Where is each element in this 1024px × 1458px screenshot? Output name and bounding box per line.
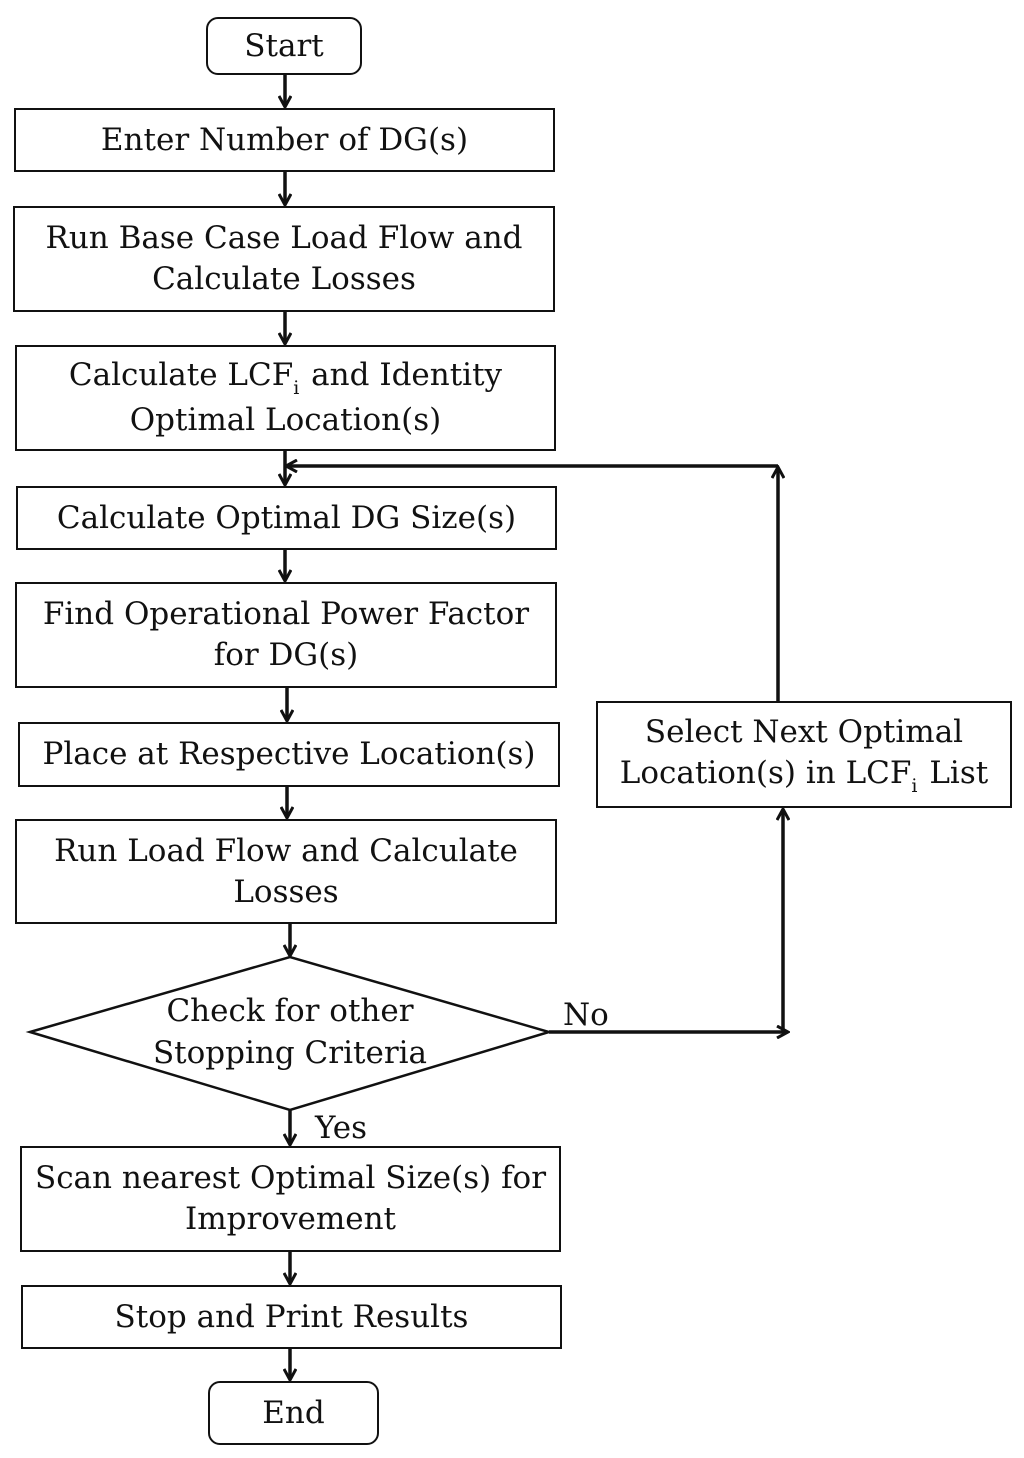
- next-location-line2-pre: Location(s) in LCF: [619, 754, 912, 791]
- lcf-line2: Optimal Location(s): [129, 402, 442, 438]
- stop-label: Stop and Print Results: [114, 1298, 469, 1335]
- power-factor-line2: for DG(s): [213, 637, 359, 673]
- base-case-line1: Run Base Case Load Flow and: [45, 220, 523, 256]
- decision-label: Check for other Stopping Criteria: [60, 990, 520, 1074]
- power-factor-node: Find Operational Power Factor for DG(s): [15, 582, 557, 688]
- dg-size-label: Calculate Optimal DG Size(s): [56, 499, 517, 536]
- load-flow-line1: Run Load Flow and Calculate: [54, 832, 518, 869]
- next-location-line2: Location(s) in LCFi List: [620, 753, 988, 798]
- lcf-line1-pre: Calculate LCF: [68, 357, 294, 393]
- load-flow-node: Run Load Flow and Calculate Losses: [15, 819, 557, 924]
- stop-node: Stop and Print Results: [21, 1285, 562, 1349]
- load-flow-line2: Losses: [233, 873, 339, 910]
- decision-line2: Stopping Criteria: [152, 1035, 428, 1071]
- base-case-line2: Calculate Losses: [152, 261, 416, 297]
- place-node: Place at Respective Location(s): [18, 722, 560, 787]
- decision-diamond: [25, 955, 554, 1112]
- power-factor-line1: Find Operational Power Factor: [42, 596, 530, 632]
- scan-line1: Scan nearest Optimal Size(s) for: [34, 1160, 547, 1196]
- end-label: End: [262, 1394, 325, 1431]
- yes-label: Yes: [315, 1110, 368, 1146]
- next-location-node: Select Next Optimal Location(s) in LCFi …: [596, 701, 1012, 808]
- start-label: Start: [244, 27, 324, 64]
- next-location-line2-post: List: [929, 754, 989, 791]
- decision-line1: Check for other: [166, 993, 414, 1029]
- scan-node: Scan nearest Optimal Size(s) for Improve…: [20, 1146, 561, 1252]
- lcf-line1: Calculate LCFi and Identity: [69, 355, 502, 400]
- next-location-line1: Select Next Optimal: [644, 713, 964, 750]
- lcf-subscript: i: [293, 377, 300, 399]
- place-label: Place at Respective Location(s): [42, 736, 536, 772]
- start-node: Start: [206, 17, 362, 75]
- enter-dg-label: Enter Number of DG(s): [100, 121, 469, 158]
- lcf-line1-post: and Identity: [311, 357, 503, 393]
- end-node: End: [208, 1381, 379, 1445]
- lcf-node: Calculate LCFi and Identity Optimal Loca…: [15, 345, 556, 451]
- next-location-subscript: i: [911, 774, 918, 797]
- enter-dg-node: Enter Number of DG(s): [14, 108, 555, 172]
- dg-size-node: Calculate Optimal DG Size(s): [16, 486, 557, 550]
- no-label: No: [563, 997, 609, 1033]
- scan-line2: Improvement: [185, 1201, 396, 1237]
- base-case-node: Run Base Case Load Flow and Calculate Lo…: [13, 206, 555, 312]
